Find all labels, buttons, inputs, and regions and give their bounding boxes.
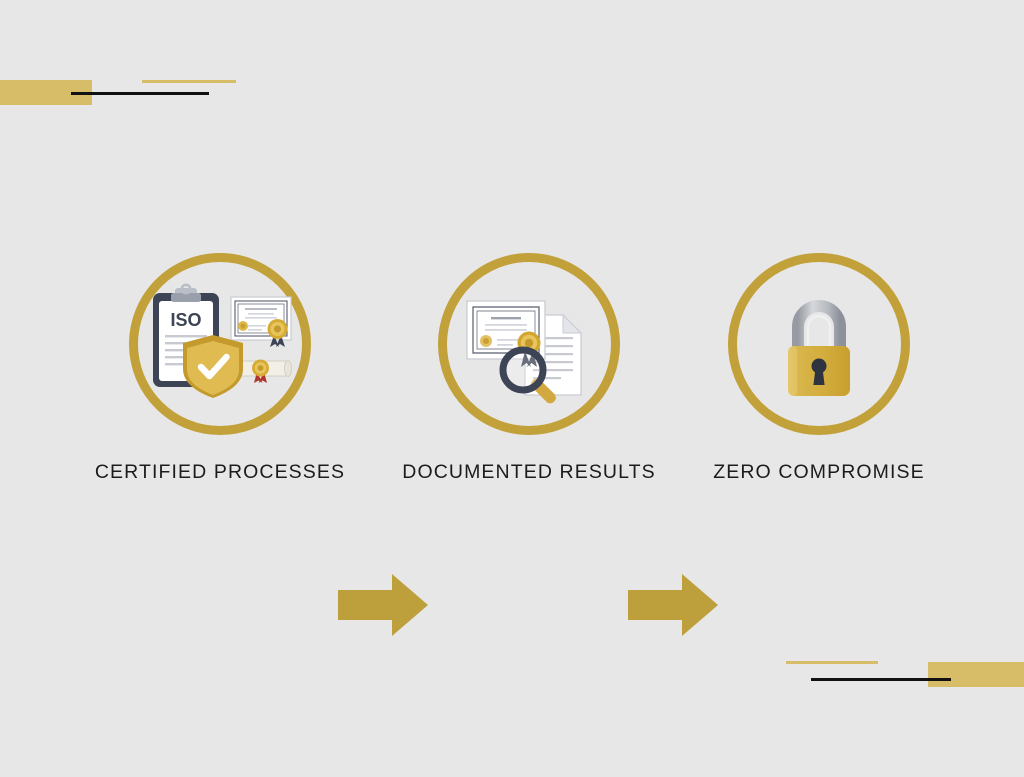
arrow-step2-to-step3 (628, 574, 718, 636)
arrow-step1-to-step2 (338, 574, 428, 636)
top-left-thin-gold-line (142, 80, 236, 83)
step-1-label: CERTIFIED PROCESSES (94, 461, 346, 483)
bottom-right-gold-block (928, 662, 1024, 687)
step-3-circle-ring (728, 253, 910, 435)
certificate-document-magnifier-icon (447, 262, 611, 426)
top-left-black-line (71, 92, 209, 95)
bottom-right-thin-gold-line (786, 661, 878, 664)
step-3-label: ZERO COMPROMISE (713, 461, 925, 483)
flow-step-certified-processes: ISO (75, 253, 365, 484)
iso-clipboard-shield-certificate-icon: ISO (138, 262, 302, 426)
flow-step-documented-results: DOCUMENTED RESULTS (384, 253, 674, 484)
bottom-right-black-line (811, 678, 951, 681)
flow-step-zero-compromise: ZERO COMPROMISE (674, 253, 964, 484)
process-flow: ISO (0, 253, 1024, 636)
step-2-label: DOCUMENTED RESULTS (402, 461, 656, 483)
padlock-icon (737, 262, 901, 426)
svg-text:ISO: ISO (170, 310, 201, 330)
step-2-circle-ring (438, 253, 620, 435)
step-1-circle-ring: ISO (129, 253, 311, 435)
